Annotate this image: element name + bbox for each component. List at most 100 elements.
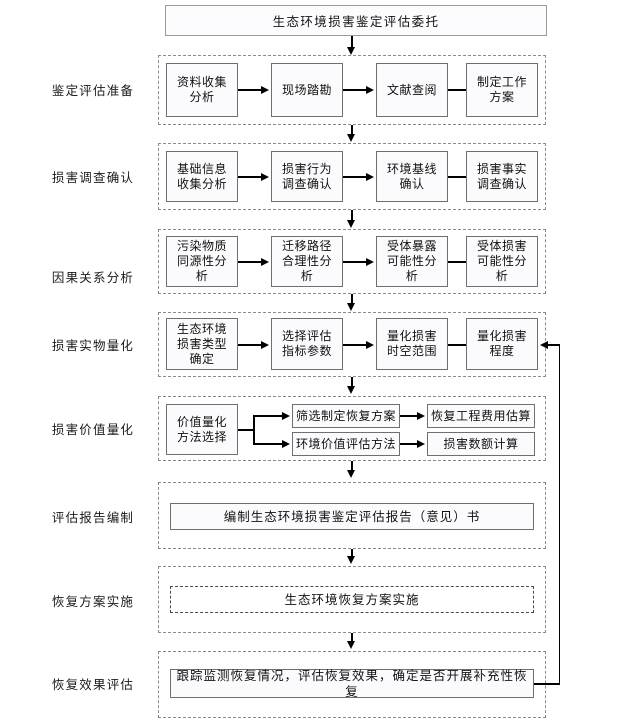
- connector-3-2-to-3-3: [343, 261, 368, 263]
- stage-group-3: [158, 229, 546, 294]
- connector-5-1-split-stub: [238, 429, 254, 431]
- arrowhead-stage6-to-stage7: [347, 556, 355, 564]
- node-label: 污染物质同源性分析: [176, 239, 227, 283]
- node-label: 筛选制定恢复方案: [295, 408, 396, 423]
- node-label: 资料收集分析: [176, 75, 227, 104]
- connector-4-3-to-4-4: [448, 344, 473, 346]
- arrowhead-stage4-to-stage5: [347, 386, 355, 394]
- feedback-line-bottom: [534, 683, 560, 685]
- arrowhead-feedback: [540, 340, 548, 349]
- node-5-5: 损害数额计算: [427, 432, 535, 456]
- node-2-4: 损害事实调查确认: [466, 151, 538, 202]
- arrowhead-2-2: [366, 172, 374, 181]
- stage-label-8: 恢复效果评估: [51, 677, 135, 692]
- arrowhead-3-1: [261, 257, 269, 266]
- node-3-1: 污染物质同源性分析: [166, 236, 238, 287]
- node-label: 价值量化方法选择: [176, 414, 227, 444]
- node-2-1: 基础信息收集分析: [166, 151, 238, 202]
- node-5-3: 恢复工程费用估算: [427, 404, 535, 428]
- connector-1-3-to-1-4: [448, 89, 473, 91]
- node-label: 生态环境损害鉴定评估委托: [272, 14, 440, 29]
- stage-label-5: 损害价值量化: [51, 422, 135, 437]
- arrowhead-stage1-to-stage2: [347, 134, 355, 142]
- node-label: 跟踪监测恢复情况，评估恢复效果，确定是否开展补充性恢复: [176, 667, 528, 699]
- connector-stage7-to-stage8: [351, 633, 353, 644]
- connector-5-1-to-5-2: [253, 415, 284, 417]
- stage-group-6: [158, 482, 546, 549]
- node-label: 编制生态环境损害鉴定评估报告（意见）书: [223, 508, 481, 524]
- node-3-3: 受体暴露可能性分析: [376, 236, 448, 287]
- node-4-2: 选择评估指标参数: [271, 318, 343, 370]
- node-6-1: 编制生态环境损害鉴定评估报告（意见）书: [170, 503, 534, 530]
- node-3-2: 迁移路径合理性分析: [271, 236, 343, 287]
- connector-5-4-to-5-5: [400, 443, 419, 445]
- arrowhead-1-1: [261, 85, 269, 94]
- stage-label-7: 恢复方案实施: [51, 594, 135, 609]
- stage-label-4: 损害实物量化: [51, 338, 135, 353]
- node-label: 损害行为调查确认: [281, 161, 332, 191]
- node-1-3: 文献查阅: [376, 63, 448, 117]
- arrowhead-1-2: [366, 85, 374, 94]
- node-2-2: 损害行为调查确认: [271, 151, 343, 202]
- stage-group-5: [158, 396, 546, 461]
- node-label: 量化损害时空范围: [386, 329, 437, 358]
- stage-label-6: 评估报告编制: [51, 510, 135, 525]
- feedback-line-vertical: [558, 344, 561, 684]
- node-5-1: 价值量化方法选择: [166, 404, 238, 455]
- connector-2-3-to-2-4: [448, 176, 473, 178]
- node-label: 环境基线确认: [386, 161, 437, 191]
- stage-group-7: [158, 566, 546, 633]
- node-7-1: 生态环境恢复方案实施: [170, 586, 534, 613]
- feedback-line-top: [548, 344, 560, 346]
- stage-label-1: 鉴定评估准备: [51, 83, 135, 98]
- arrowhead-stage7-to-stage8: [347, 641, 355, 649]
- node-label: 生态环境恢复方案实施: [284, 591, 420, 607]
- node-4-4: 量化损害程度: [466, 318, 538, 370]
- connector-2-2-to-2-3: [343, 176, 368, 178]
- node-label: 损害数额计算: [443, 436, 519, 451]
- stage-label-3: 因果关系分析: [51, 270, 135, 285]
- arrowhead-5-2: [417, 411, 425, 420]
- node-label: 迁移路径合理性分析: [281, 239, 332, 283]
- connector-stage1-to-stage2: [351, 125, 353, 136]
- arrowhead-4-2: [366, 340, 374, 349]
- connector-stage3-to-stage4: [351, 294, 353, 305]
- arrowhead-4-1: [261, 340, 269, 349]
- arrowhead-title-to-stage1: [347, 47, 355, 55]
- arrowhead-stage2-to-stage3: [347, 220, 355, 228]
- connector-4-2-to-4-3: [343, 344, 368, 346]
- arrowhead-stage5-to-stage6: [347, 470, 355, 478]
- node-label: 受体暴露可能性分析: [386, 239, 437, 283]
- node-3-4: 受体损害可能性分析: [466, 236, 538, 287]
- arrowhead-3-2: [366, 257, 374, 266]
- node-label: 量化损害程度: [476, 329, 527, 358]
- node-label: 恢复工程费用估算: [430, 408, 531, 423]
- node-label: 基础信息收集分析: [176, 161, 227, 191]
- connector-stage2-to-stage3: [351, 210, 353, 222]
- stage-label-2: 损害调查确认: [51, 170, 135, 185]
- arrowhead-5-1-top: [282, 411, 290, 420]
- connector-stage6-to-stage7: [351, 549, 353, 559]
- connector-1-2-to-1-3: [343, 89, 368, 91]
- node-2-3: 环境基线确认: [376, 151, 448, 202]
- arrowhead-stage3-to-stage4: [347, 303, 355, 311]
- connector-5-2-to-5-3: [400, 415, 419, 417]
- node-label: 文献查阅: [386, 82, 437, 97]
- node-1-2: 现场踏勘: [271, 63, 343, 117]
- connector-title-to-stage1: [351, 36, 353, 49]
- node-entrustment: 生态环境损害鉴定评估委托: [165, 5, 547, 36]
- node-label: 现场踏勘: [281, 82, 332, 97]
- connector-1-1-to-1-2: [238, 89, 263, 91]
- connector-stage4-to-stage5: [351, 377, 353, 388]
- node-label: 损害事实调查确认: [476, 161, 527, 191]
- node-label: 受体损害可能性分析: [476, 239, 527, 283]
- node-8-1: 跟踪监测恢复情况，评估恢复效果，确定是否开展补充性恢复: [170, 667, 534, 699]
- stage-group-1: [158, 55, 546, 125]
- node-label: 环境价值评估方法: [295, 436, 396, 451]
- node-label: 生态环境损害类型确定: [176, 321, 227, 366]
- stage-group-2: [158, 143, 546, 210]
- connector-stage5-to-stage6: [351, 461, 353, 472]
- node-5-4: 环境价值评估方法: [292, 432, 400, 456]
- node-label: 制定工作方案: [476, 75, 527, 104]
